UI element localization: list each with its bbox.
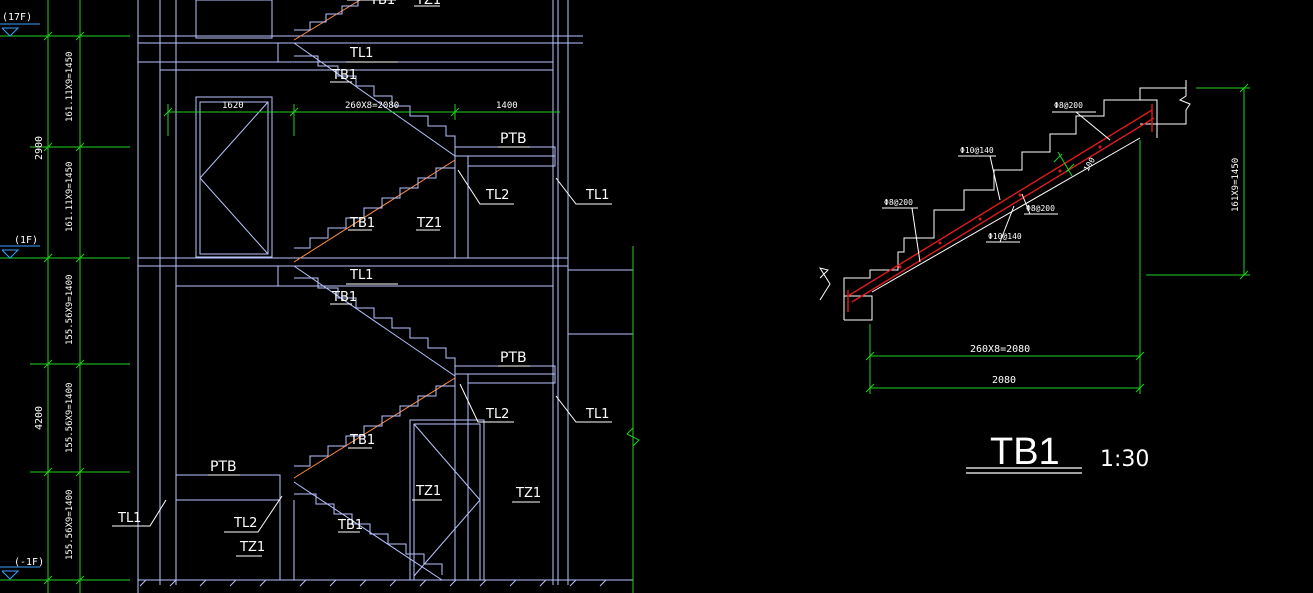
dim-riser-4: 155.56X9=1400 bbox=[65, 383, 75, 453]
detail-scale: 1:30 bbox=[1100, 447, 1149, 472]
tb1-rebar-dots bbox=[898, 145, 1102, 269]
rebar-label-3: Φ8@200 bbox=[884, 198, 913, 207]
rebar-label-5: Φ10@140 bbox=[988, 232, 1022, 241]
top-dimension bbox=[163, 104, 560, 136]
rebar-label-2: Φ10@140 bbox=[960, 146, 994, 155]
label-ptb-b: PTB bbox=[500, 350, 527, 366]
label-tb1-a: TB1 bbox=[331, 68, 357, 83]
dim-riser-5: 155.56X9=1400 bbox=[65, 490, 75, 560]
ground-hatch bbox=[139, 579, 607, 587]
tb1-detail: Φ8@200 Φ10@140 Φ8@200 Φ8@200 Φ10@140 100… bbox=[818, 80, 1250, 474]
label-tb1-e: TB1 bbox=[337, 518, 363, 533]
dim-260x8: 260X8=2080 bbox=[345, 101, 399, 111]
level-minus1f: (-1F) bbox=[14, 557, 44, 568]
level-dimension-column: (17F) (1F) (-1F) 2900 4200 161.11X9=1450… bbox=[0, 0, 130, 593]
level-17f: (17F) bbox=[2, 12, 32, 23]
section-labels: TB1 TZ1 TL1 TB1 PTB TL2 TL1 TB1 TZ1 TL1 … bbox=[117, 0, 609, 555]
tb1-dim-b: 2080 bbox=[992, 375, 1016, 386]
dim-2900: 2900 bbox=[34, 136, 45, 160]
label-tz1-a: TZ1 bbox=[416, 216, 442, 231]
building-frame bbox=[137, 0, 633, 593]
rebar-label-1: Φ8@200 bbox=[1054, 101, 1083, 110]
dim-1620: 1620 bbox=[222, 101, 244, 111]
label-ptb-c: PTB bbox=[210, 459, 237, 475]
label-tz1-b: TZ1 bbox=[239, 540, 265, 555]
dim-riser-1: 161.11X9=1450 bbox=[65, 52, 75, 122]
leaders bbox=[112, 0, 612, 557]
tb1-rebar-leaders bbox=[882, 111, 1111, 263]
label-tb1-top: TB1 bbox=[369, 0, 395, 8]
tb1-dim-h: 161X9=1450 bbox=[1231, 158, 1241, 212]
label-tl2-c: TL2 bbox=[233, 516, 257, 531]
label-tl1-e: TL1 bbox=[117, 511, 141, 526]
dim-riser-3: 155.56X9=1400 bbox=[65, 275, 75, 345]
label-tz1-top: TZ1 bbox=[415, 0, 441, 8]
label-tz1-d: TZ1 bbox=[515, 486, 541, 501]
label-tb1-b: TB1 bbox=[349, 216, 375, 231]
tb1-rebar bbox=[847, 104, 1155, 312]
dim-riser-2: 161.11X9=1450 bbox=[65, 162, 75, 232]
tb1-profile bbox=[818, 80, 1191, 321]
label-tb1-c: TB1 bbox=[331, 290, 357, 305]
tb1-dim-a: 260X8=2080 bbox=[970, 344, 1030, 355]
level-1f: (1F) bbox=[14, 235, 38, 246]
label-tl1-b: TL1 bbox=[585, 188, 609, 203]
dim-4200: 4200 bbox=[34, 406, 45, 430]
label-tz1-c: TZ1 bbox=[415, 484, 441, 499]
right-dimension bbox=[626, 246, 640, 593]
rebar-label-4: Φ8@200 bbox=[1026, 204, 1055, 213]
label-tl2-a: TL2 bbox=[485, 188, 509, 203]
label-tl1-a: TL1 bbox=[349, 46, 373, 61]
label-tl1-c: TL1 bbox=[349, 268, 373, 283]
label-tb1-d: TB1 bbox=[349, 433, 375, 448]
detail-title: TB1 bbox=[990, 431, 1060, 473]
stair-flights bbox=[293, 0, 456, 581]
tb1-dims bbox=[865, 83, 1250, 394]
label-tl1-d: TL1 bbox=[585, 407, 609, 422]
label-tl2-b: TL2 bbox=[485, 407, 509, 422]
label-ptb-a: PTB bbox=[500, 131, 527, 147]
dim-1400: 1400 bbox=[496, 101, 518, 111]
